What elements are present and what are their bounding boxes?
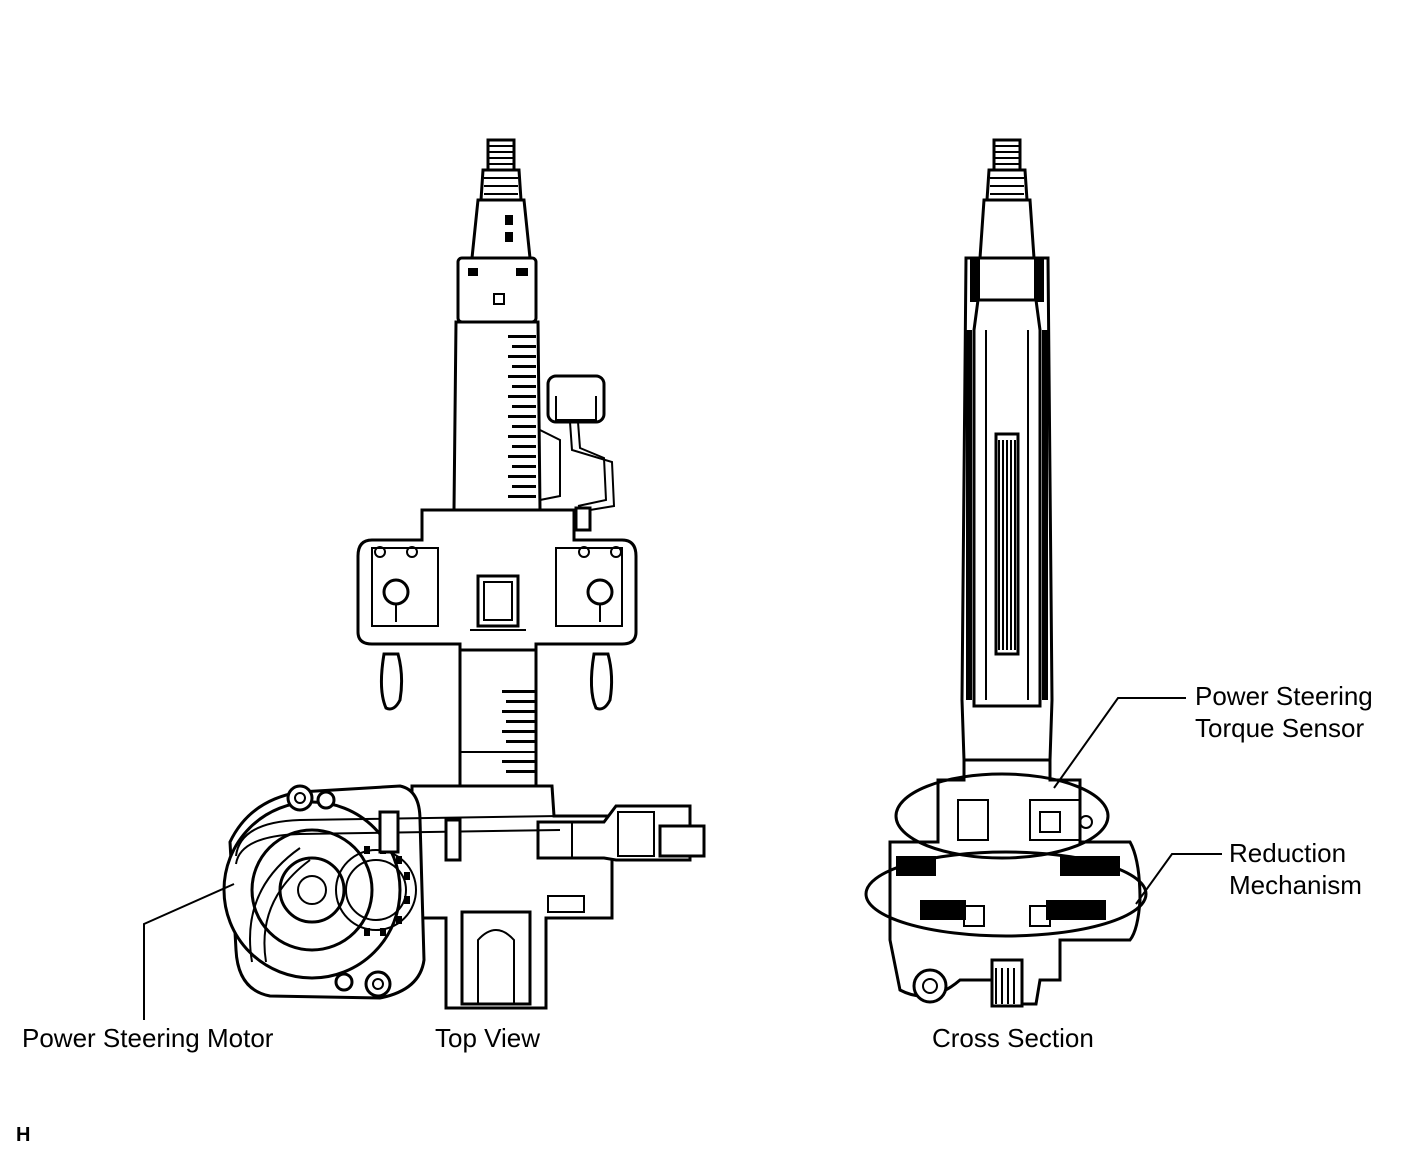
leader-lines <box>143 697 1222 1020</box>
reduction-mechanism-label-line1: Reduction <box>1229 838 1347 868</box>
reduction-mechanism-label-line2: Mechanism <box>1229 870 1362 900</box>
torque-sensor-label-line2: Torque Sensor <box>1195 713 1365 743</box>
cross-section-caption: Cross Section <box>932 1023 1094 1053</box>
cross-section-drawing <box>864 138 1148 1008</box>
motor-label: Power Steering Motor <box>22 1023 274 1053</box>
torque-sensor-label-line1: Power Steering <box>1195 681 1373 711</box>
top-view-drawing <box>222 138 706 1010</box>
top-view-caption: Top View <box>435 1023 541 1053</box>
corner-mark: H <box>16 1124 31 1146</box>
